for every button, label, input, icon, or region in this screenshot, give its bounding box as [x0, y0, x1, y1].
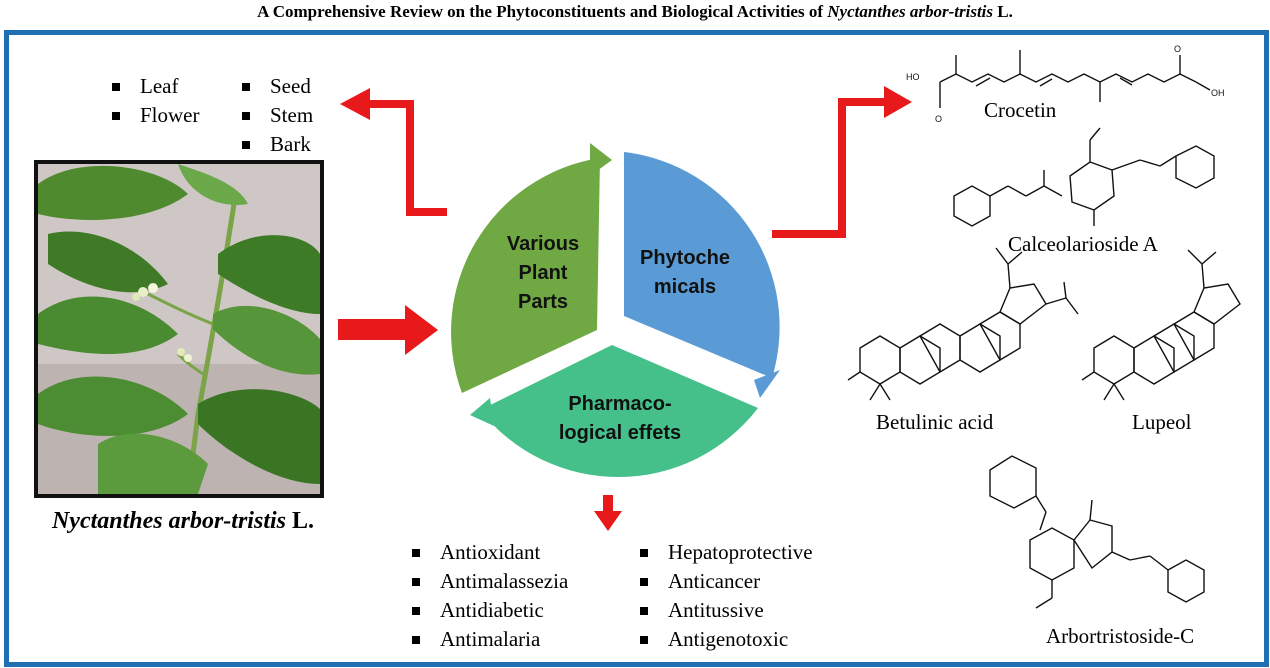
structure-crocetin — [939, 50, 1211, 108]
segment-label-line: micals — [653, 276, 717, 298]
title-suffix: L. — [997, 2, 1013, 21]
segment-label-line: Various — [506, 233, 580, 255]
plant-part-item: Leaf — [110, 72, 200, 101]
activities-list-2: Hepatoprotective Anticancer Antitussive … — [638, 538, 813, 654]
arrowhead-plant-to-cycle — [405, 305, 438, 355]
arrowhead-plant-parts — [340, 88, 370, 120]
segment-pharmacological — [480, 345, 758, 478]
atom-label: HO — [906, 72, 920, 82]
plant-part-item: Bark — [240, 130, 313, 159]
plant-illustration — [38, 164, 320, 494]
segment-label-line: Plant — [518, 262, 568, 284]
plant-parts-list-1: Leaf Flower — [110, 72, 200, 130]
title-species: Nyctanthes arbor-tristis — [827, 2, 994, 21]
caption-species: Nyctanthes arbor-tristis — [51, 508, 286, 534]
segment-label-pharmacological: Pharmaco- logical effets — [540, 390, 700, 448]
compound-betulinic-acid: Betulinic acid — [876, 410, 994, 434]
arrow-plant-to-cycle-shaft — [338, 319, 408, 340]
activities-list-1: Antioxidant Antimalassezia Antidiabetic … — [410, 538, 568, 654]
activity-item: Hepatoprotective — [638, 538, 813, 567]
segment-label-line: Pharmaco- — [568, 393, 672, 415]
activity-item: Antidiabetic — [410, 596, 568, 625]
atom-label: O — [1174, 44, 1181, 54]
segment-label-line: Parts — [517, 291, 569, 313]
structure-lupeol — [1081, 249, 1241, 401]
title-prefix: A Comprehensive Review on the Phytoconst… — [257, 2, 823, 21]
activity-item: Antitussive — [638, 596, 813, 625]
plant-part-item: Flower — [110, 101, 200, 130]
plant-caption: Nyctanthes arbor-tristis L. — [18, 508, 348, 535]
structure-calceolarioside — [953, 127, 1215, 227]
atom-label: OH — [1211, 88, 1225, 98]
arrow-to-plant-parts — [368, 100, 447, 216]
arrowhead-compounds — [884, 86, 912, 118]
segment-label-plant-parts: Various Plant Parts — [478, 230, 608, 317]
arrow-to-compounds — [772, 98, 890, 238]
segment-plant-parts-arrowhead — [590, 143, 612, 176]
compound-lupeol: Lupeol — [1132, 410, 1192, 434]
plant-part-item: Seed — [240, 72, 313, 101]
plant-photo — [34, 160, 324, 498]
activity-item: Antimalassezia — [410, 567, 568, 596]
plant-part-item: Stem — [240, 101, 313, 130]
plant-parts-list-2: Seed Stem Bark — [240, 72, 313, 159]
segment-phytochemicals — [624, 152, 780, 378]
segment-label-line: Phytoche — [639, 247, 731, 269]
segment-label-line: logical effets — [558, 422, 682, 444]
segment-phytochemicals-arrowhead — [754, 370, 780, 398]
arrow-to-activities-shaft — [603, 495, 613, 513]
structure-betulinic-acid — [847, 247, 1079, 401]
compound-arbortristoside: Arbortristoside-C — [1046, 624, 1195, 648]
compound-calceolarioside: Calceolarioside A — [1008, 232, 1158, 256]
caption-suffix: L. — [292, 508, 315, 534]
arrowhead-activities — [594, 511, 622, 531]
structure-arbortristoside — [989, 455, 1205, 609]
segment-label-phytochemicals: Phytoche micals — [620, 244, 750, 302]
activity-item: Anticancer — [638, 567, 813, 596]
activity-item: Antioxidant — [410, 538, 568, 567]
atom-label: O — [935, 114, 942, 124]
activity-item: Antimalaria — [410, 625, 568, 654]
activity-item: Antigenotoxic — [638, 625, 813, 654]
segment-plant-parts — [451, 158, 600, 393]
segment-pharmacological-arrowhead — [470, 398, 494, 426]
compound-crocetin: Crocetin — [984, 98, 1057, 122]
figure-title: A Comprehensive Review on the Phytoconst… — [0, 2, 1270, 22]
